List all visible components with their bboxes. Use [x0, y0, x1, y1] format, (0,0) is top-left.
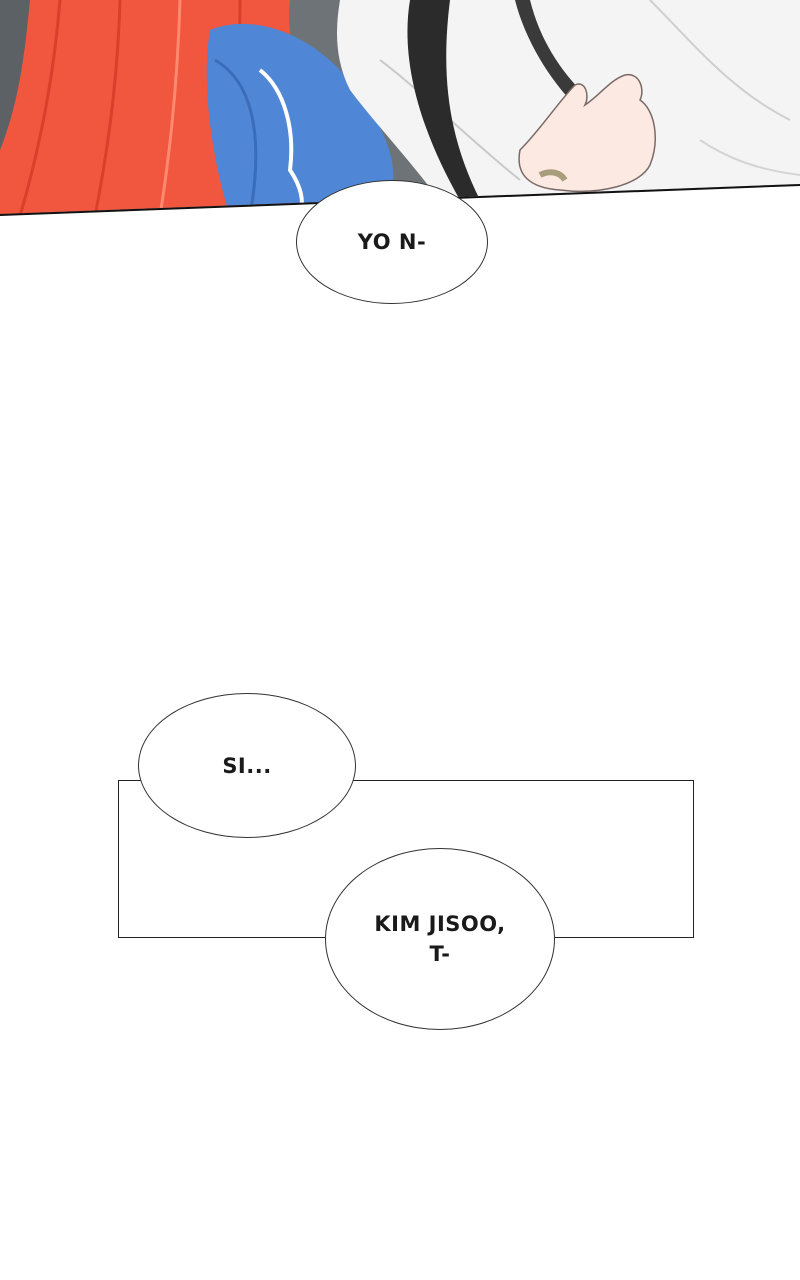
speech-bubble-yo: YO N- — [296, 180, 488, 304]
bubble-text: YO N- — [357, 230, 427, 254]
comic-panel-illustration — [0, 0, 800, 216]
speech-bubble-si: SI... — [138, 693, 356, 838]
bubble-text: SI... — [222, 753, 272, 778]
bubble-text: KIM JISOO, T- — [374, 912, 506, 966]
speech-bubble-kim-jisoo: KIM JISOO, T- — [325, 848, 555, 1030]
